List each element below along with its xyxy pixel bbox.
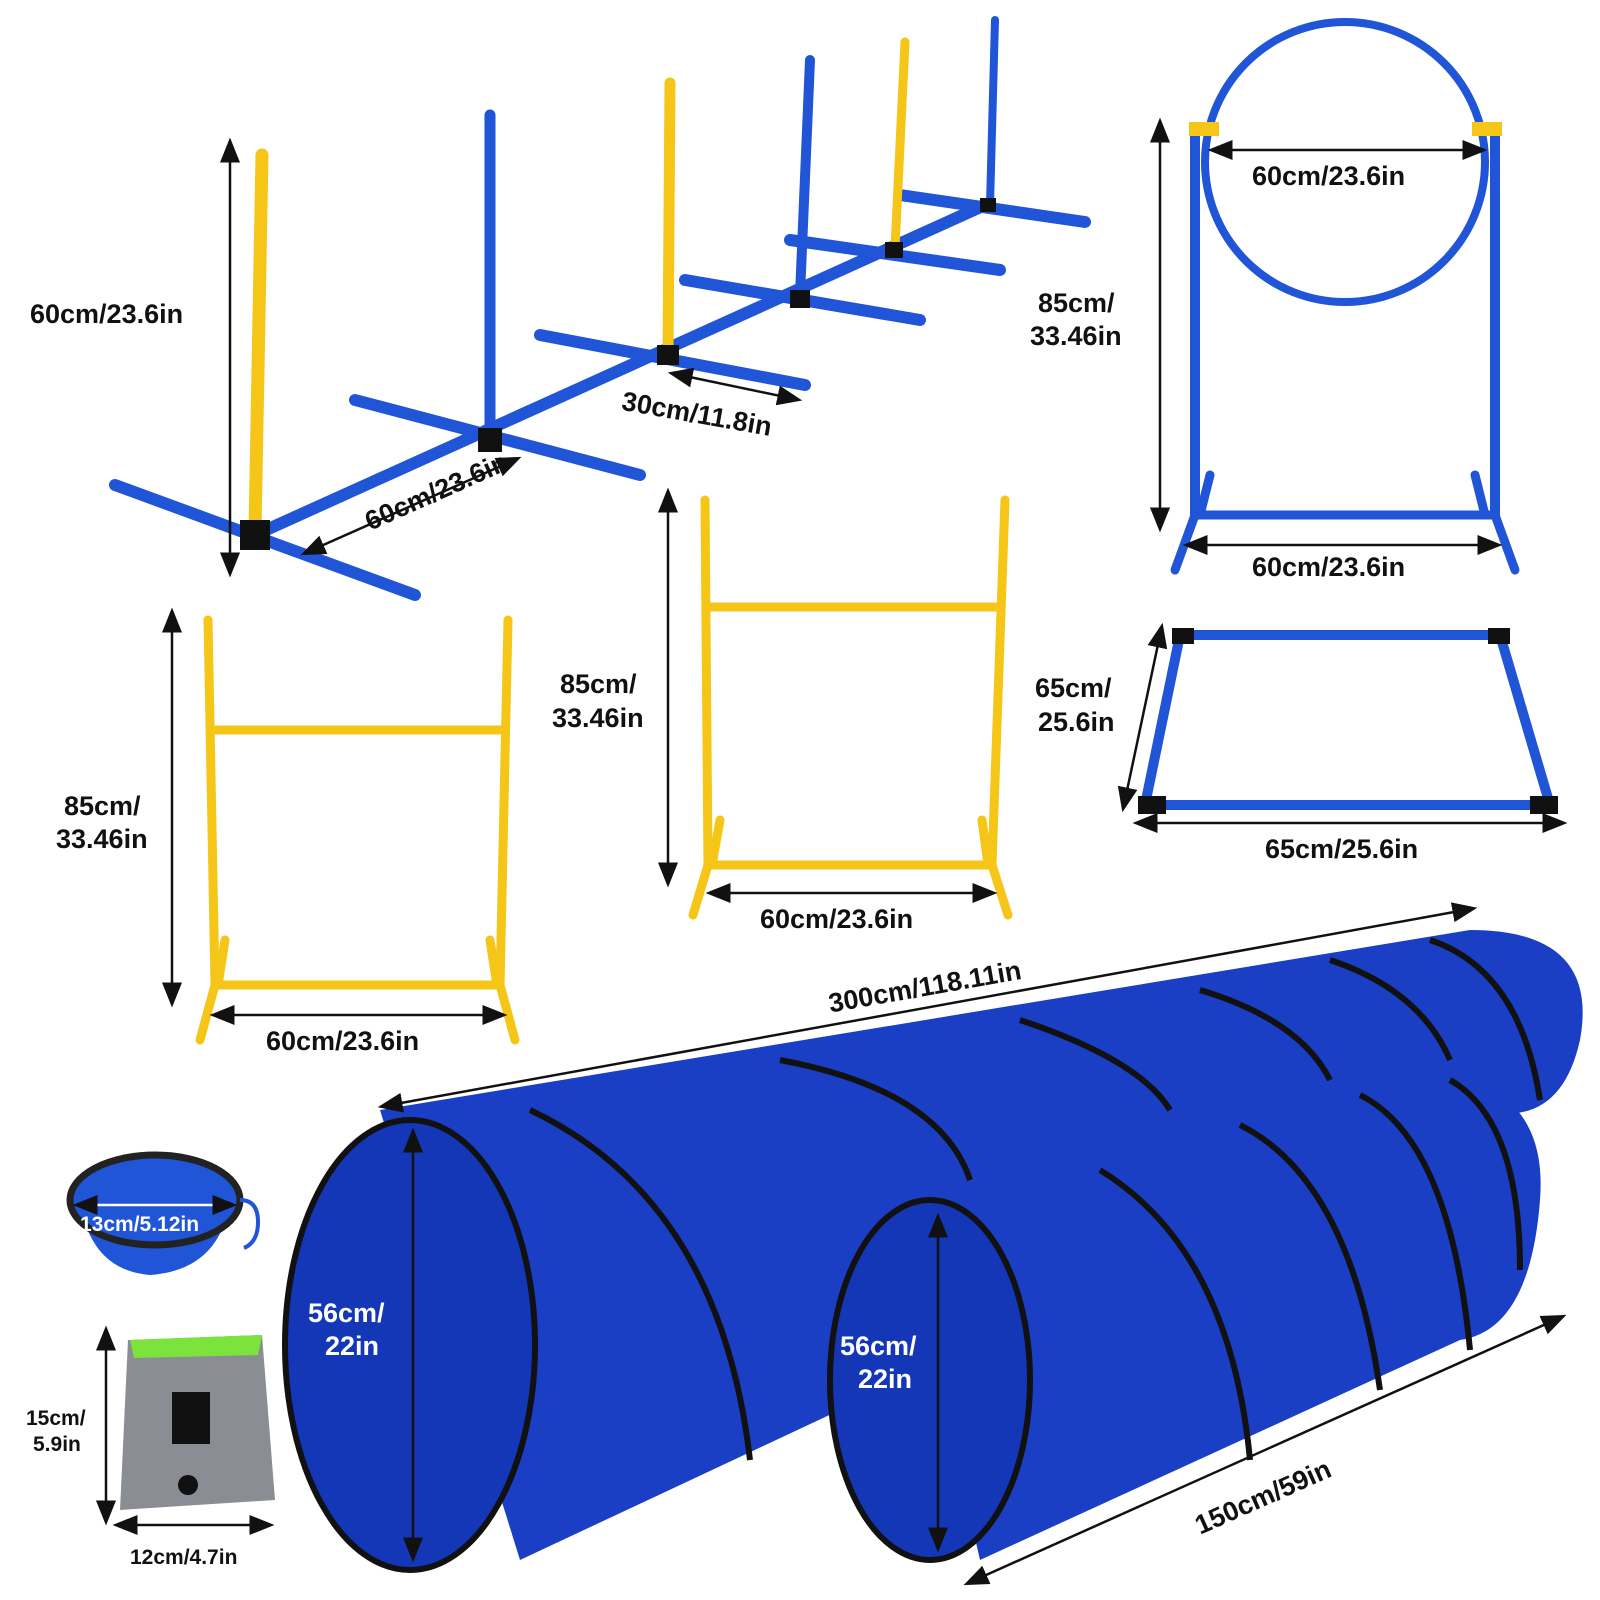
jump1-height-label-1: 85cm/ xyxy=(64,791,141,821)
jump2-height-label-1: 85cm/ xyxy=(560,669,637,699)
bag-height-label-2: 5.9in xyxy=(33,1433,81,1456)
hurdle-jump-left xyxy=(195,615,520,1045)
hoop-diameter-label: 60cm/23.6in xyxy=(1252,161,1406,191)
square-width-label: 65cm/25.6in xyxy=(1265,834,1419,864)
tunnel-short-diameter-label-1: 56cm/ xyxy=(840,1331,917,1361)
tunnel-short-diameter-label-2: 22in xyxy=(858,1364,913,1394)
weave-height-label: 60cm/23.6in xyxy=(30,299,184,329)
weave-poles xyxy=(109,16,1091,601)
square-side-label-1: 65cm/ xyxy=(1035,673,1112,703)
jump1-width-label: 60cm/23.6in xyxy=(266,1026,420,1056)
bag-height-label-1: 15cm/ xyxy=(26,1407,86,1430)
tunnel-long-diameter-label-1: 56cm/ xyxy=(308,1298,385,1328)
tunnel-long-diameter-label-2: 22in xyxy=(325,1331,380,1361)
hoop-jump xyxy=(1170,18,1520,575)
square-side-label-2: 25.6in xyxy=(1038,707,1115,737)
treat-pouch xyxy=(120,1335,275,1510)
jump2-height-label-2: 33.46in xyxy=(552,703,644,733)
hoop-height-label-2: 33.46in xyxy=(1030,321,1122,351)
dimension-arrows xyxy=(72,117,1568,1586)
bowl-diameter-label: 13cm/5.12in xyxy=(80,1213,200,1236)
hurdle-jump-center xyxy=(688,495,1013,920)
jump1-height-label-2: 33.46in xyxy=(56,824,148,854)
hoop-width-label: 60cm/23.6in xyxy=(1252,552,1406,582)
hoop-height-label-1: 85cm/ xyxy=(1038,288,1115,318)
square-frame xyxy=(1138,628,1558,814)
jump2-width-label: 60cm/23.6in xyxy=(760,904,914,934)
bag-width-label: 12cm/4.7in xyxy=(130,1546,238,1569)
